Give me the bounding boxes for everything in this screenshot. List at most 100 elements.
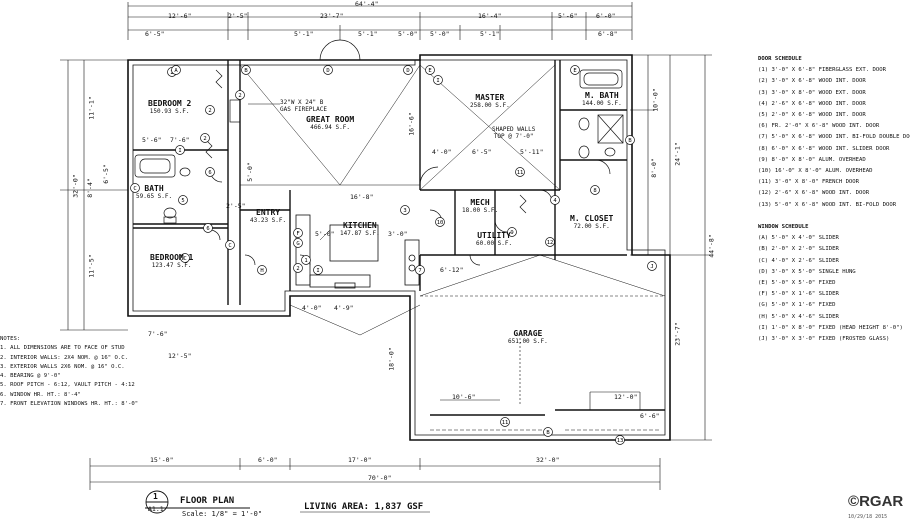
- dim-int-14: 10'-6": [452, 393, 476, 401]
- window-schedule-tag: (J): [758, 336, 772, 343]
- note-item: 5. ROOF PITCH - 6:12, VAULT PITCH - 4:12: [0, 382, 135, 389]
- dim-int-9: 5'-0": [315, 230, 335, 238]
- sheet-number: 1: [153, 492, 158, 501]
- window-tag-label: A: [174, 68, 178, 74]
- door-schedule-tag: (9): [758, 156, 772, 163]
- window-schedule-item: (J) 3'-0" X 3'-0" FIXED (FROSTED GLASS): [758, 334, 903, 345]
- window-schedule-tag: (F): [758, 291, 772, 298]
- dim-left-3: 11'-5": [87, 254, 96, 278]
- window-schedule-text: 5'-0" X 5'-0" FIXED: [771, 280, 836, 287]
- dim-int-2: 12'-5": [168, 352, 192, 360]
- room-name: BATH: [144, 184, 164, 193]
- door-tag-label: 6: [206, 226, 209, 232]
- door-schedule-tag: (6): [758, 123, 772, 130]
- door-tag-label: 10: [437, 220, 444, 226]
- door-schedule-text: 6'-0" X 6'-8" WOOD INT. SLIDER DOOR: [771, 145, 890, 152]
- notes-heading: NOTES:: [0, 336, 21, 342]
- window-schedule-item: (B) 2'-0" X 2'-0" SLIDER: [758, 244, 903, 255]
- door-schedule-item: (3) 3'-0" X 8'-0" WOOD EXT. DOOR: [758, 88, 910, 99]
- window-tag-label: I: [178, 148, 181, 154]
- shaped-walls-line2: TOP @ 7'-0": [493, 133, 534, 140]
- door-tag-marker: 7: [415, 265, 425, 275]
- window-tag-label: D: [406, 68, 409, 74]
- door-tag-marker: 3: [400, 205, 410, 215]
- window-tag-marker: B: [625, 135, 635, 145]
- window-tag-marker: J: [647, 261, 657, 271]
- dim-right-1: 10'-0": [651, 88, 660, 112]
- dim-inner-2: 5'-1": [294, 30, 314, 38]
- note-item: 7. FRONT ELEVATION WINDOWS HR. HT.: 8'-0…: [0, 401, 139, 408]
- shaped-walls-line1: SHAPED WALLS: [492, 126, 536, 133]
- dim-int-5: 4'-0": [432, 148, 452, 156]
- window-schedule: WINDOW SCHEDULE (A) 5'-0" X 4'-0" SLIDER…: [758, 222, 903, 345]
- right-dimension-lines: [630, 54, 712, 441]
- room-master-bath: M. BATH 144.00 S.F.: [582, 92, 622, 108]
- note-item: 6. WINDOW HR. HT.: 8'-4": [0, 391, 81, 398]
- room-bedroom-2: BEDROOM 2 150.93 S.F.: [148, 100, 191, 116]
- door-schedule-text: 5'-0" X 6'-8" WOOD INT. BI-FOLD DOOR: [774, 201, 897, 208]
- room-name: M. CLOSET: [570, 214, 614, 223]
- door-tag-label: 9: [510, 230, 513, 236]
- window-tag-label: H: [260, 268, 263, 274]
- window-tag-marker: C: [180, 253, 190, 263]
- window-tag-marker: E: [425, 65, 435, 75]
- window-schedule-item: (D) 3'-0" X 5'-0" SINGLE HUNG: [758, 267, 903, 278]
- vault-lines: [239, 64, 666, 336]
- dim-bottom-overall: 70'-0": [368, 474, 392, 482]
- bifold-doors: [205, 69, 527, 214]
- dim-int-17: 6'-6": [640, 412, 660, 420]
- door-schedule-tag: (8): [758, 145, 772, 152]
- sheet-id: A1.1: [148, 505, 164, 513]
- door-schedule-item: (13) 5'-0" X 6'-8" WOOD INT. BI-FOLD DOO…: [758, 200, 910, 211]
- dim-top-2: 2'-5": [228, 12, 248, 20]
- door-tag-marker: 2: [205, 105, 215, 115]
- room-name: UTILITY: [477, 231, 511, 240]
- room-area: 43.23 S.F.: [250, 217, 287, 224]
- window-schedule-tag: (A): [758, 235, 772, 242]
- window-tag-marker: B: [241, 65, 251, 75]
- door-tag-label: 2: [208, 108, 211, 114]
- dim-top-5: 5'-6": [558, 12, 578, 20]
- exterior-walls: [127, 54, 671, 441]
- room-name: KITCHEN: [343, 221, 377, 230]
- room-area: 651.00 S.F.: [508, 338, 548, 345]
- dim-int-8: 16'-8": [350, 193, 374, 201]
- living-area: LIVING AREA: 1,837 GSF: [304, 502, 424, 512]
- window-schedule-tag: (D): [758, 268, 772, 275]
- room-name: ENTRY: [256, 208, 281, 217]
- dim-top-overall: 64'-4": [355, 0, 379, 8]
- door-tag-label: 1: [304, 258, 307, 264]
- door-tag-label: 5: [181, 198, 184, 204]
- window-schedule-tag: (G): [758, 302, 772, 309]
- fireplace-line2: GAS FIREPLACE: [280, 106, 327, 113]
- room-master: MASTER 258.00 S.F.: [470, 94, 510, 110]
- dim-right-5: 8'-0": [649, 158, 658, 178]
- door-tag-marker: 6: [203, 223, 213, 233]
- leader-lines: [248, 103, 331, 241]
- dim-int-20: 2'-5": [226, 202, 246, 210]
- drawing-title: FLOOR PLAN: [180, 496, 235, 506]
- room-area: 258.00 S.F.: [470, 102, 510, 109]
- door-schedule-item: (6) FR. 2'-0" X 6'-8" WOOD INT. DOOR: [758, 121, 910, 132]
- door-schedule-item: (9) 8'-0" X 8'-0" ALUM. OVERHEAD: [758, 155, 910, 166]
- window-tag-label: E: [428, 68, 431, 74]
- door-tag-label: 2: [296, 266, 299, 272]
- door-tag-marker: 2: [293, 263, 303, 273]
- door-schedule-tag: (2): [758, 78, 772, 85]
- window-tag-marker: G: [293, 238, 303, 248]
- window-tag-marker: D: [403, 65, 413, 75]
- door-schedule-text: FR. 2'-0" X 6'-8" WOOD INT. DOOR: [771, 123, 880, 130]
- window-schedule-tag: (B): [758, 246, 772, 253]
- dim-inner-6: 5'-1": [480, 30, 500, 38]
- door-schedule: DOOR SCHEDULE (1) 3'-0" X 6'-8" FIBERGLA…: [758, 54, 910, 211]
- dim-top-6: 6'-0": [596, 12, 616, 20]
- fireplace-note: 32"W X 24" B GAS FIREPLACE: [280, 99, 327, 113]
- door-schedule-text: 3'-0" X 8'-0" FRENCH DOOR: [774, 179, 860, 186]
- top-dimension-lines: [127, 2, 633, 40]
- window-tag-label: F: [296, 231, 299, 237]
- dim-inner-5: 5'-0": [430, 30, 450, 38]
- room-area: 123.47 S.F.: [151, 262, 192, 269]
- door-schedule-item: (7) 5'-0" X 6'-8" WOOD INT. BI-FOLD DOUB…: [758, 132, 910, 143]
- watermark-brand-text: RGAR: [859, 493, 904, 510]
